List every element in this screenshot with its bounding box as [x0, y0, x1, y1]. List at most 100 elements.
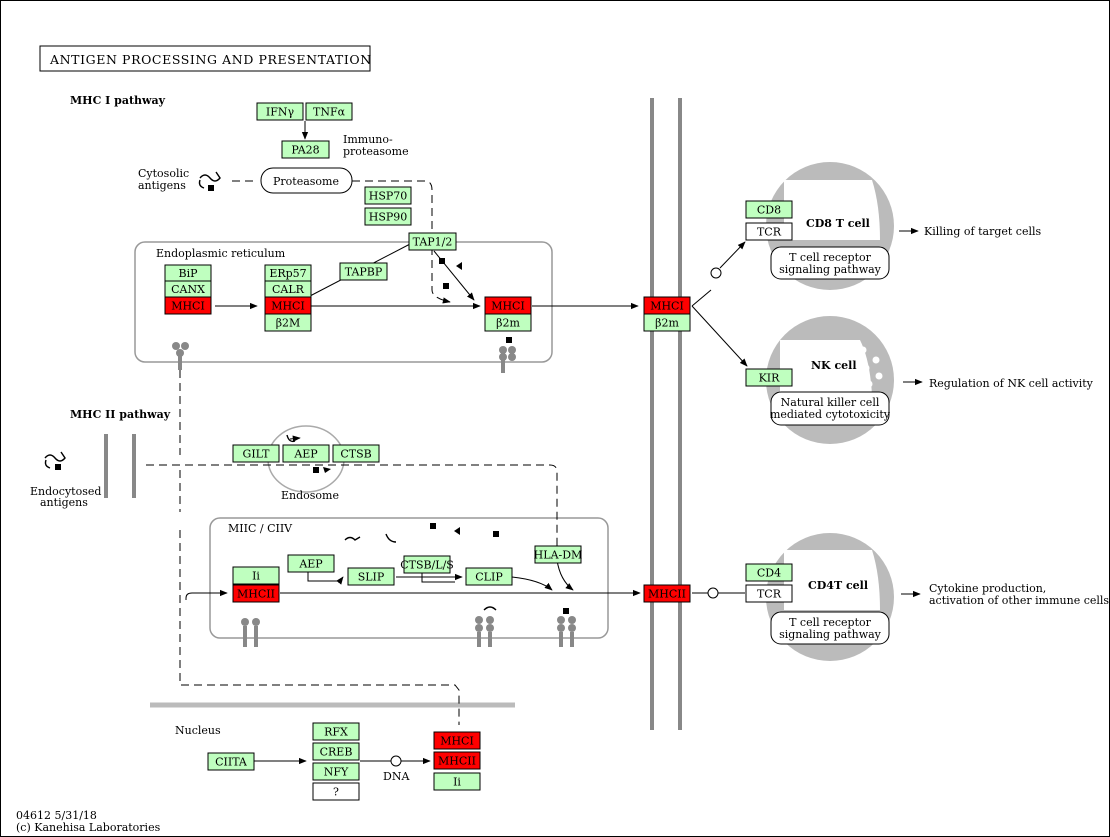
gene-node-b2m-surf[interactable]: β2m [643, 313, 691, 332]
nk-cell-title: NK cell [811, 359, 857, 372]
gene-node-mhci-nuc[interactable]: MHCI [433, 731, 481, 750]
gene-node-box [745, 368, 793, 387]
gene-node-pa28[interactable]: PA28 [281, 140, 330, 159]
gene-node-label: TCR [757, 588, 782, 601]
cd4-t-cell-title: CD4T cell [808, 579, 868, 592]
gene-node-tcr-cd8[interactable]: TCR [745, 222, 793, 241]
gene-node-tap12[interactable]: TAP1/2 [408, 232, 457, 251]
gene-node-label: CLIP [475, 571, 503, 584]
gene-node-cd4[interactable]: CD4 [745, 563, 793, 582]
cd4-tcr-pathway-link[interactable] [770, 611, 890, 645]
gene-node-box [312, 762, 360, 781]
nucleus-label: Nucleus [175, 724, 221, 737]
gene-node-ctsb[interactable]: CTSB [332, 444, 380, 463]
nk-granules [852, 346, 883, 388]
gene-node-unknown[interactable]: ? [312, 782, 360, 801]
gene-node-tapbp[interactable]: TAPBP [339, 262, 388, 281]
gene-node-label: RFX [324, 726, 348, 739]
gene-node-hladm[interactable]: HLA-DM [534, 545, 583, 564]
gene-node-mhci-er3[interactable]: MHCI [484, 296, 532, 315]
gene-node-box [745, 200, 793, 219]
cd8-outcome-label: Killing of target cells [924, 225, 1042, 238]
nk-cell: NK cell Natural killer cell mediated cyt… [766, 316, 894, 444]
gene-node-mhci-er1[interactable]: MHCI [164, 296, 212, 315]
gene-node-label: CREB [320, 746, 353, 759]
cytosolic-antigens-label-2: antigens [138, 179, 186, 192]
cd8-tcr-pathway-link[interactable] [770, 246, 890, 280]
gene-node-mhcii-miic[interactable]: MHCII [232, 584, 280, 603]
gene-node-box [287, 554, 335, 573]
gene-node-box [232, 444, 280, 463]
dashed-paths [146, 180, 558, 725]
footer-copyright: (c) Kanehisa Laboratories [16, 821, 161, 834]
gene-node-label: TAP1/2 [413, 236, 453, 249]
gene-node-slip[interactable]: SLIP [347, 567, 395, 586]
gene-node-label: TCR [757, 226, 782, 239]
gene-node-nfy[interactable]: NFY [312, 762, 360, 781]
immunoproteasome-label-2: proteasome [343, 145, 409, 158]
gene-node-rfx[interactable]: RFX [312, 722, 360, 741]
gene-node-gilt[interactable]: GILT [232, 444, 280, 463]
gene-node-erp57[interactable]: ERp57 [264, 264, 312, 282]
cd4-pathway-line2: signaling pathway [779, 628, 882, 641]
gene-node-box [745, 222, 793, 241]
gene-node-clip[interactable]: CLIP [465, 567, 513, 586]
gene-node-box [643, 313, 691, 332]
gene-node-b2m-er2[interactable]: β2M [264, 313, 312, 332]
gene-node-cd8[interactable]: CD8 [745, 200, 793, 219]
gene-node-kir[interactable]: KIR [745, 368, 793, 387]
gene-node-box [332, 444, 380, 463]
gene-node-box [745, 584, 793, 603]
gene-node-mhcii-surf[interactable]: MHCII [643, 584, 691, 603]
gene-node-bip[interactable]: BiP [164, 264, 212, 282]
gene-node-label: β2m [655, 317, 679, 330]
gene-node-b2m-er3[interactable]: β2m [484, 313, 532, 332]
gene-node-hsp90[interactable]: HSP90 [364, 207, 412, 226]
gene-node-ctsbls[interactable]: CTSB/L/S [400, 555, 454, 574]
gene-node-tnfa[interactable]: TNFα [305, 102, 353, 121]
gene-node-ciita[interactable]: CIITA [207, 752, 255, 771]
gene-node-label: AEP [293, 448, 318, 461]
gene-node-canx[interactable]: CANX [164, 280, 212, 298]
gene-node-label: MHCII [438, 755, 476, 768]
gene-node-label: PA28 [291, 144, 319, 157]
map-title[interactable]: ANTIGEN PROCESSING AND PRESENTATION [39, 45, 372, 72]
mhc1-pathway-label: MHC I pathway [70, 94, 166, 107]
gene-node-box [339, 262, 388, 281]
gene-node-tcr-cd4[interactable]: TCR [745, 584, 793, 603]
gene-node-label: CALR [272, 283, 305, 296]
er-label: Endoplasmic reticulum [156, 247, 286, 260]
er-compartment [134, 241, 553, 363]
gene-node-label: HSP90 [369, 211, 408, 224]
mhc2-pathway-label: MHC II pathway [70, 408, 171, 421]
endocytosed-antigens-label-1: Endocytosed [30, 485, 101, 498]
cd4-pathway-line1: T cell receptor [789, 616, 872, 629]
gene-node-ii-nuc[interactable]: Ii [433, 772, 481, 791]
gene-node-calr[interactable]: CALR [264, 280, 312, 298]
gene-node-mhcii-nuc[interactable]: MHCII [433, 751, 481, 770]
gene-node-box [643, 584, 691, 603]
nk-outcome-label: Regulation of NK cell activity [929, 377, 1094, 390]
gene-node-label: CTSB [340, 448, 371, 461]
gene-node-aep-endo[interactable]: AEP [282, 444, 330, 463]
cd8-pathway-line1: T cell receptor [789, 251, 872, 264]
cd8-t-cell-title: CD8 T cell [806, 217, 870, 230]
gene-node-ifng[interactable]: IFNγ [256, 102, 304, 121]
gene-node-box [364, 207, 412, 226]
gene-node-ii-miic[interactable]: Ii [232, 566, 280, 585]
gene-node-aep-miic[interactable]: AEP [287, 554, 335, 573]
gene-node-label: CD4 [757, 567, 781, 580]
gene-node-box [232, 566, 280, 585]
gene-node-mhci-er2[interactable]: MHCI [264, 296, 312, 315]
cd8-pathway-line2: signaling pathway [779, 263, 882, 276]
nk-cytotoxicity-link[interactable] [770, 391, 890, 426]
gene-node-creb[interactable]: CREB [312, 742, 360, 761]
binding-circle-dna [390, 755, 402, 767]
gene-node-label: β2M [276, 317, 301, 330]
endosome-label: Endosome [281, 489, 339, 502]
miic-label: MIIC / CIIV [228, 522, 293, 535]
gene-node-hsp70[interactable]: HSP70 [364, 186, 412, 205]
gene-node-mhci-surf[interactable]: MHCI [643, 296, 691, 315]
gene-node-box [282, 444, 330, 463]
